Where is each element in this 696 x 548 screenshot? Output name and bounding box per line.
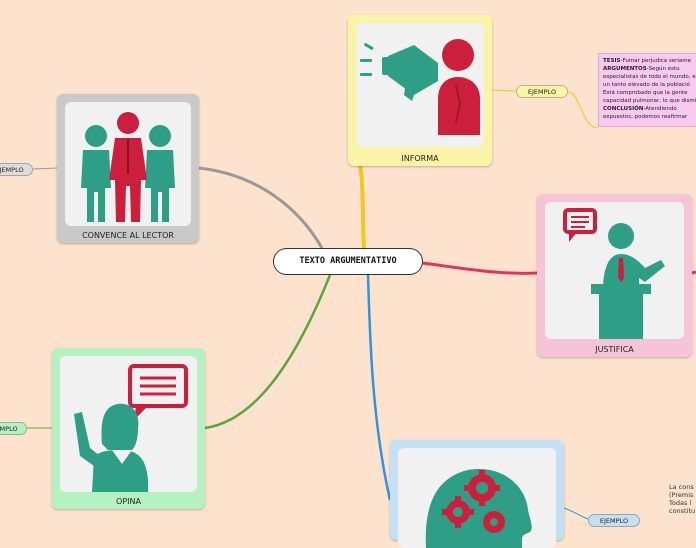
branch-informa xyxy=(358,164,366,249)
branch-convence xyxy=(198,166,324,249)
speaker-podium-icon xyxy=(563,208,665,339)
subtopic-ejemplo-informa[interactable]: EJEMPLO xyxy=(516,85,568,98)
note-argumentos-label: ARGUMENTOS xyxy=(603,66,647,72)
topic-justifica[interactable]: JUSTIFICA xyxy=(537,194,692,357)
branch-informa-note xyxy=(567,91,599,129)
topic-informa-label: INFORMA xyxy=(401,154,439,163)
example-note-informa[interactable]: TESIS-Fumar perjudica seriame ARGUMENTOS… xyxy=(598,53,696,127)
note-tesis-label: TESIS xyxy=(603,58,621,64)
head-gears-icon xyxy=(425,469,532,548)
branch-opina xyxy=(204,274,332,430)
topic-opina[interactable]: OPINA xyxy=(52,348,205,509)
mindmap-connectors xyxy=(27,89,696,520)
topic-informa[interactable]: INFORMA xyxy=(348,15,492,166)
branch-bottom-ejemplo xyxy=(563,507,589,520)
megaphone-speaker-icon xyxy=(360,39,480,135)
subtopic-ejemplo-opina[interactable]: EJEMPLO xyxy=(0,422,27,435)
topic-opina-label: OPINA xyxy=(116,497,141,506)
topic-convence[interactable]: CONVENCE AL LECTOR xyxy=(57,94,199,243)
topic-bottom[interactable] xyxy=(390,440,564,548)
topic-convence-label: CONVENCE AL LECTOR xyxy=(82,231,174,240)
note-conclusion-label: CONCLUSIÓN xyxy=(603,106,644,112)
note-argumentos-text: -Según estu especialistas de todo el mun… xyxy=(603,66,696,104)
premise-text: La cons (Premis Todas l constitu xyxy=(669,483,696,515)
branch-justifica-out xyxy=(691,270,696,275)
central-topic[interactable]: TEXTO ARGUMENTATIVO xyxy=(273,248,423,275)
branch-bottom xyxy=(366,274,392,501)
topic-justifica-label: JUSTIFICA xyxy=(595,345,634,354)
branch-informa-ejemplo xyxy=(491,89,517,92)
subtopic-ejemplo-bottom[interactable]: EJEMPLO xyxy=(588,514,640,527)
branch-justifica xyxy=(422,261,538,275)
subtopic-ejemplo-convence[interactable]: EJEMPLO xyxy=(0,163,33,176)
note-conclusion-text: -Atendiendo expuestos, podemos reafirmar xyxy=(603,106,688,120)
branch-convence-ejemplo xyxy=(32,167,58,170)
note-tesis-text: -Fumar perjudica seriame xyxy=(620,58,692,64)
raised-hand-speech-icon xyxy=(74,364,188,492)
group-people-icon xyxy=(81,112,175,222)
